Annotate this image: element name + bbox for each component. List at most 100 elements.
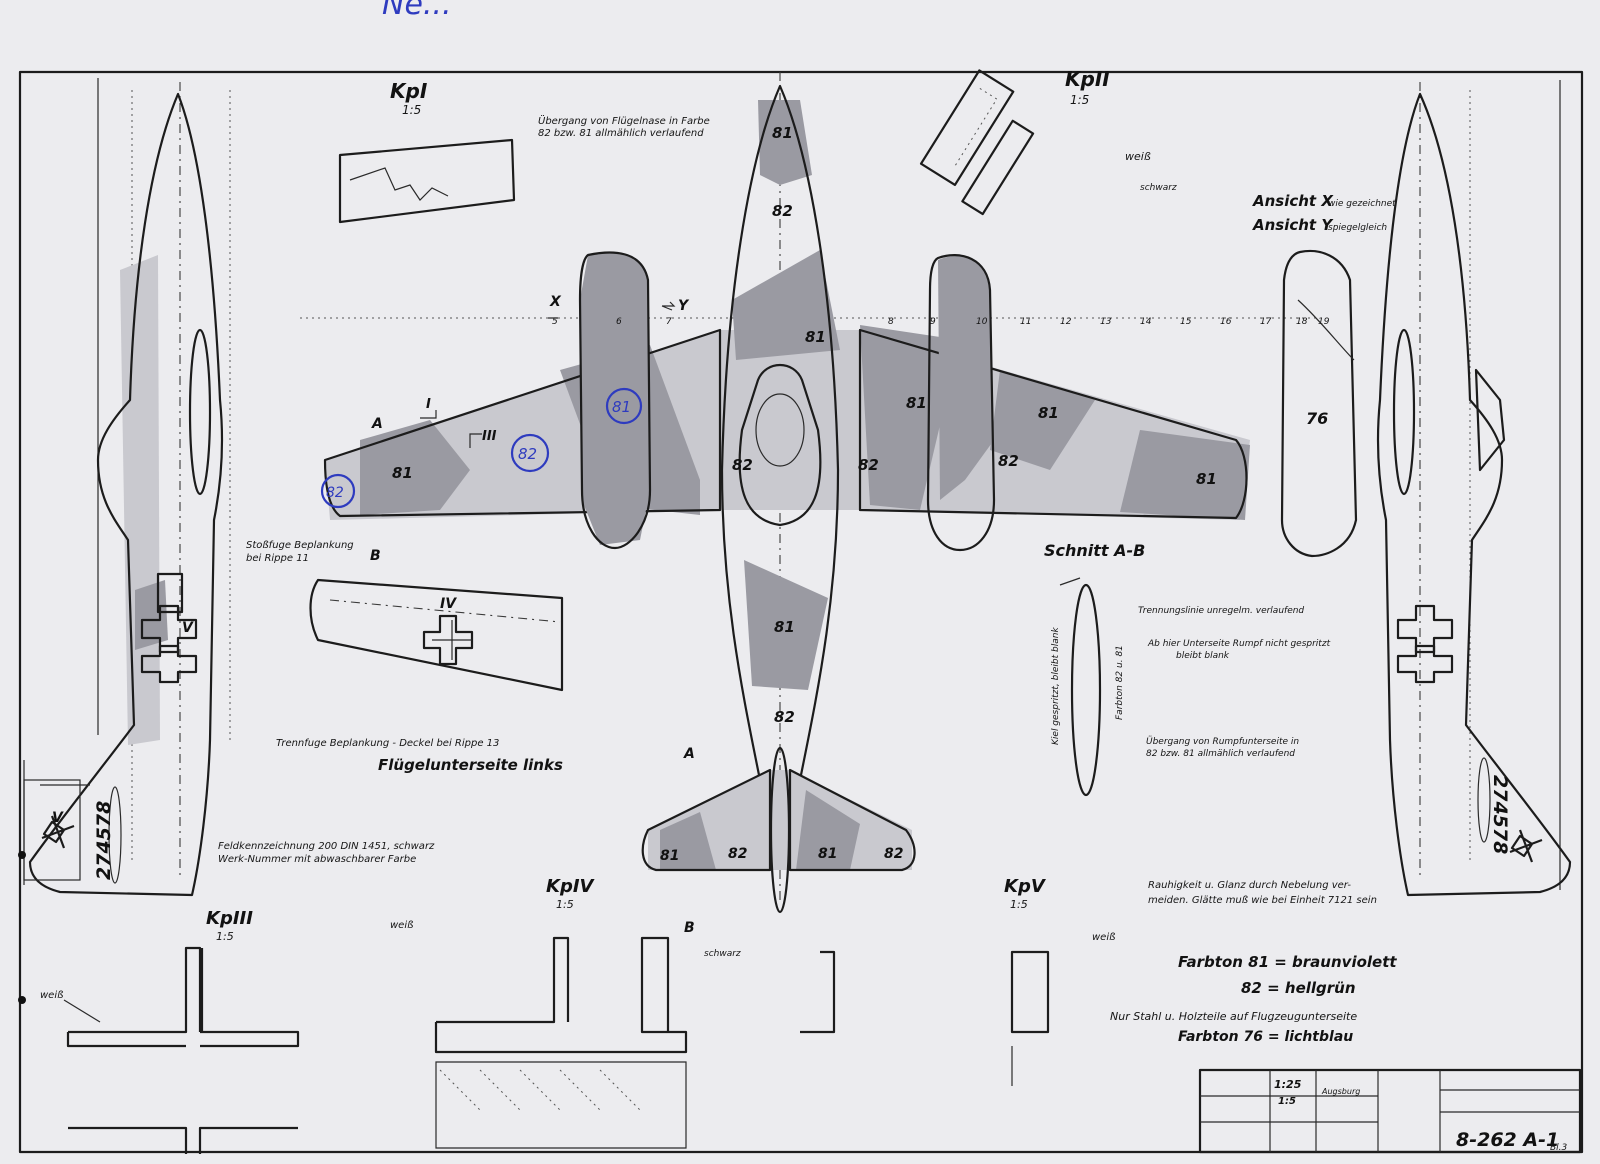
zone-label-right-tip-81: 81 xyxy=(1196,470,1217,488)
annotation-stossfuge-1: Stoßfuge Beplankung xyxy=(246,540,354,551)
annotation-werknummer-1: Feldkennzeichnung 200 DIN 1451, schwarz xyxy=(218,841,435,852)
wing-underside-view: IV Trennfuge Beplankung - Deckel bei Rip… xyxy=(276,578,564,774)
marker-rib-iv: IV xyxy=(440,596,457,612)
kp2-label: KpII xyxy=(1065,67,1110,91)
left-side-hatch xyxy=(156,572,184,614)
hand-circle-82-a: 82 xyxy=(518,445,537,463)
right-side-balkenkreuz xyxy=(1396,604,1454,654)
right-tail-swastika-marking xyxy=(1509,829,1543,863)
marker-b-wing: B xyxy=(370,548,381,564)
marker-b-tail: B xyxy=(684,920,695,936)
schnitt-ab-label: Schnitt A-B xyxy=(1044,541,1145,560)
marker-a-tail: A xyxy=(683,746,695,762)
right-side-view: 274578 xyxy=(1376,80,1572,897)
svg-text:13: 13 xyxy=(1100,317,1112,327)
marker-rib-iii: III xyxy=(482,429,497,444)
title-scale-main: 1:25 xyxy=(1274,1078,1302,1091)
view-x-lightblue: 76 xyxy=(1280,250,1358,558)
zone-label-lightblue-76: 76 xyxy=(1306,409,1328,428)
annotation-stossfuge-2: bei Rippe 11 xyxy=(246,553,309,564)
kp3-detail: KpIII 1:5 weiß xyxy=(40,908,300,1154)
zone-label-right-wing-82: 82 xyxy=(998,452,1019,470)
annotation-rauhigkeit-2: meiden. Glätte muß wie bei Einheit 7121 … xyxy=(1148,895,1377,906)
annotation-uebergang-fluegel-1: Übergang von Flügelnase in Farbe xyxy=(538,114,710,127)
legend-line-1: Farbton 81 = braunviolett xyxy=(1178,953,1397,971)
title-sheet-label: Bl.3 xyxy=(1550,1143,1568,1153)
svg-text:8: 8 xyxy=(888,317,894,327)
kp4-scale: 1:5 xyxy=(556,898,574,911)
kp5-weiss: weiß xyxy=(1092,932,1115,943)
annotation-trennungslinie: Trennungslinie unregelm. verlaufend xyxy=(1138,606,1304,616)
right-werknummer: 274578 xyxy=(1489,775,1511,854)
wing-balkenkreuz xyxy=(422,614,474,666)
cockpit-outline xyxy=(738,364,822,527)
kp4-detail: KpIV 1:5 weiß schwarz xyxy=(390,876,741,1149)
svg-text:6: 6 xyxy=(616,317,622,327)
drawing-frame xyxy=(18,70,1584,1154)
svg-text:11: 11 xyxy=(1020,317,1031,327)
marker-rib-i: I xyxy=(426,397,431,412)
right-side-cockpit-fairing xyxy=(1474,368,1506,472)
ansicht-x-note: wie gezeichnet xyxy=(1328,199,1396,209)
zone-label-tail-right-82: 82 xyxy=(884,846,903,862)
zone-label-nose-81: 81 xyxy=(772,124,793,142)
marker-y: Y xyxy=(678,298,690,314)
zone-label-rear-82: 82 xyxy=(774,708,795,726)
svg-text:12: 12 xyxy=(1060,317,1072,327)
zone-label-right-wing-81a: 81 xyxy=(1038,404,1059,422)
zone-label-tail-left-81: 81 xyxy=(660,848,679,864)
left-marker-v-2: V xyxy=(182,620,194,636)
left-marker-v: V xyxy=(52,810,64,826)
marker-x: X xyxy=(549,294,562,310)
kp4-label: KpIV xyxy=(546,876,596,897)
svg-text:10: 10 xyxy=(976,317,988,327)
main-plan-view: 81 82 81 82 82 81 82 81 81 82 81 81 81 8… xyxy=(300,72,1330,936)
annotation-uebergang-rumpf-1: Übergang von Rumpfunterseite in xyxy=(1146,736,1299,747)
station-scale: 5 6 7 8 9 10 11 12 13 14 15 16 17 18 19 xyxy=(552,317,1330,327)
svg-text:14: 14 xyxy=(1140,317,1152,327)
zone-label-right-root-82: 82 xyxy=(858,456,879,474)
hand-circle-82-b: 82 xyxy=(326,485,344,501)
zone-label-fuselage-82: 82 xyxy=(772,202,793,220)
annotation-rumpf-unterseite-1: Ab hier Unterseite Rumpf nicht gespritzt xyxy=(1147,639,1331,649)
legend-line-3: Nur Stahl u. Holzteile auf Flugzeugunter… xyxy=(1110,1010,1357,1023)
legend-line-4: Farbton 76 = lichtblau xyxy=(1178,1029,1353,1045)
kp3-label: KpIII xyxy=(206,908,253,929)
ansicht-x-label: Ansicht X xyxy=(1252,192,1334,210)
zone-label-right-nacelle-81: 81 xyxy=(906,394,927,412)
annotation-farbton-kiel: Farbton 82 u. 81 xyxy=(1115,645,1125,720)
kp2-scale: 1:5 xyxy=(1070,93,1089,107)
svg-text:19: 19 xyxy=(1318,317,1330,327)
svg-text:9: 9 xyxy=(930,317,936,327)
svg-text:15: 15 xyxy=(1180,317,1192,327)
handwritten-markings: 81 82 82 xyxy=(320,387,643,509)
svg-text:18: 18 xyxy=(1296,317,1308,327)
kp3-scale: 1:5 xyxy=(216,930,234,943)
ansicht-y-label: Ansicht Y xyxy=(1252,216,1334,234)
title-block: 1:25 1:5 Augsburg 8-262 A-1 Bl.3 xyxy=(1198,1068,1582,1154)
legend-line-2: 82 = hellgrün xyxy=(1241,979,1356,997)
left-tail-swastika-marking xyxy=(41,815,75,849)
ansicht-y-note: spiegelgleich xyxy=(1328,223,1387,233)
kp3-weiss: weiß xyxy=(40,990,63,1001)
annotation-trennfuge: Trennfuge Beplankung - Deckel bei Rippe … xyxy=(276,738,499,749)
svg-text:17: 17 xyxy=(1260,317,1272,327)
zone-label-tail-left-82: 82 xyxy=(728,846,747,862)
zone-label-left-root-82: 82 xyxy=(732,456,753,474)
annotation-uebergang-rumpf-2: 82 bzw. 81 allmählich verlaufend xyxy=(1146,749,1295,759)
kp5-detail: KpV 1:5 weiß xyxy=(800,876,1115,1086)
annotation-kiel: Kiel gespritzt, bleibt blank xyxy=(1051,627,1061,745)
kp1-label: KpI xyxy=(390,79,428,103)
left-side-view: 274578 V V xyxy=(23,78,231,897)
top-handwritten-scribble: Ne... xyxy=(382,0,452,22)
title-place: Augsburg xyxy=(1321,1087,1360,1096)
title-drawing-number: 8-262 A-1 xyxy=(1456,1129,1559,1151)
zone-label-rear-81: 81 xyxy=(774,618,795,636)
kp1-scale: 1:5 xyxy=(402,103,421,117)
annotation-rauhigkeit-1: Rauhigkeit u. Glanz durch Nebelung ver- xyxy=(1148,880,1351,891)
svg-text:7: 7 xyxy=(666,317,672,327)
annotation-werknummer-2: Werk-Nummer mit abwaschbarer Farbe xyxy=(218,854,416,865)
zone-label-fuselage-81: 81 xyxy=(805,328,826,346)
title-scale-detail: 1:5 xyxy=(1278,1096,1296,1107)
